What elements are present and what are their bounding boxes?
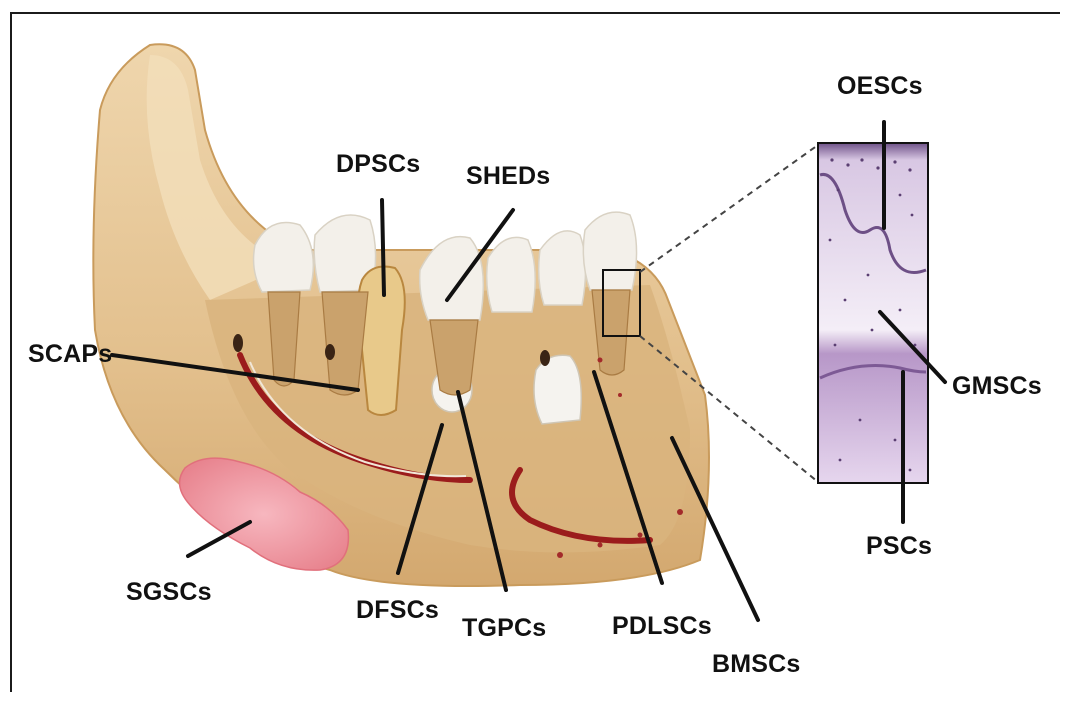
label-sheds: SHEDs (466, 164, 550, 189)
label-sgscs: SGSCs (126, 580, 212, 605)
zoom-line-top (640, 145, 818, 272)
label-bmscs: BMSCs (712, 652, 801, 677)
leader-dpscs (382, 200, 384, 295)
label-pscs: PSCs (866, 534, 932, 559)
label-oescs: OESCs (837, 74, 923, 99)
histology-inset (818, 143, 928, 483)
label-tgpcs: TGPCs (462, 616, 546, 641)
label-pdlscs: PDLSCs (612, 614, 712, 639)
label-dpscs: DPSCs (336, 152, 420, 177)
label-dfscs: DFSCs (356, 598, 439, 623)
label-scaps: SCAPs (28, 342, 112, 367)
label-gmscs: GMSCs (952, 374, 1042, 399)
